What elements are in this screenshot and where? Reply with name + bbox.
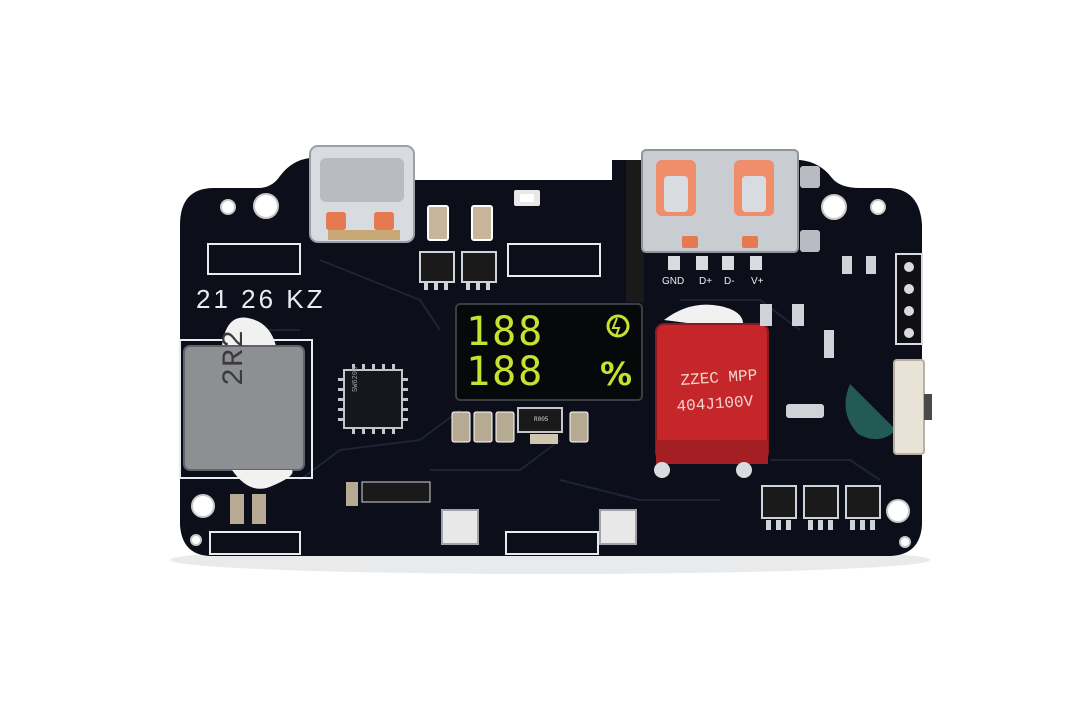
bottom-passives: [451, 407, 589, 444]
mounting-holes: [190, 193, 911, 548]
pin-header: [895, 253, 923, 345]
display-bottom-digits: 188: [466, 349, 545, 395]
inductor: [183, 317, 305, 489]
pcb-traces: [240, 259, 881, 501]
display-top-digits: 188: [466, 309, 545, 355]
usb-c-port: [309, 145, 415, 243]
usb-a-port: [626, 149, 820, 302]
inductor-marking: 2R2: [218, 328, 252, 386]
board-code-label: 21 26 KZ: [196, 284, 326, 314]
status-led: [514, 190, 540, 206]
usb-pin-vplus: V+: [751, 276, 764, 287]
led-display: [455, 303, 643, 401]
usb-pin-gnd: GND: [662, 276, 685, 287]
usb-pin-dplus: D+: [699, 276, 713, 287]
film-capacitor: [654, 304, 769, 478]
top-mosfets: [419, 251, 497, 290]
display-percent-sign: %: [600, 355, 633, 393]
usb-pin-dminus: D-: [724, 276, 735, 287]
slide-switch: [845, 359, 932, 455]
smd-marking: R005: [534, 416, 549, 423]
resistor-array: [230, 481, 431, 524]
controller-ic: [338, 364, 408, 434]
right-passives: [760, 256, 876, 418]
bottom-mosfets: [761, 485, 881, 530]
ic-marking: SW6208: [352, 366, 360, 392]
test-pads: [441, 509, 637, 545]
top-passives: [427, 205, 493, 241]
